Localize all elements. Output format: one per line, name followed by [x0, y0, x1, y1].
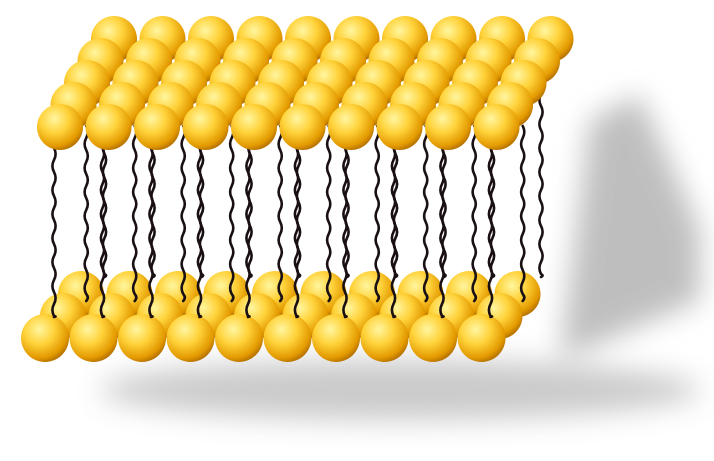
lipid-head [37, 104, 83, 150]
lipid-head [458, 314, 506, 362]
lipid-head [231, 104, 277, 150]
lipid-tail [52, 148, 55, 317]
lipid-head [361, 314, 409, 362]
lipid-head [280, 104, 326, 150]
lipid-head [215, 314, 263, 362]
lipid-tail [101, 148, 104, 317]
lipid-tail [489, 148, 492, 317]
lipid-head [474, 104, 520, 150]
lipid-tail [149, 148, 152, 317]
lipid-head [328, 104, 374, 150]
lipid-head [21, 314, 69, 362]
lipid-head [70, 314, 118, 362]
lipid-head [167, 314, 215, 362]
lipid-head [425, 104, 471, 150]
lipid-head [183, 104, 229, 150]
lipid-head [377, 104, 423, 150]
lipid-tail [198, 148, 201, 317]
lipid-tail [539, 82, 542, 277]
lipid-head [86, 104, 132, 150]
lipid-head [264, 314, 312, 362]
lipid-tail [343, 148, 346, 317]
lipid-tail [295, 148, 298, 317]
lipid-head [409, 314, 457, 362]
lipid-head [134, 104, 180, 150]
lipid-tail [440, 148, 443, 317]
upper-leaflet-heads [37, 16, 574, 150]
lipid-head [312, 314, 360, 362]
lipid-tail [246, 148, 249, 317]
floor-shadow [100, 360, 700, 420]
lipid-tail [392, 148, 395, 317]
lipid-head [118, 314, 166, 362]
